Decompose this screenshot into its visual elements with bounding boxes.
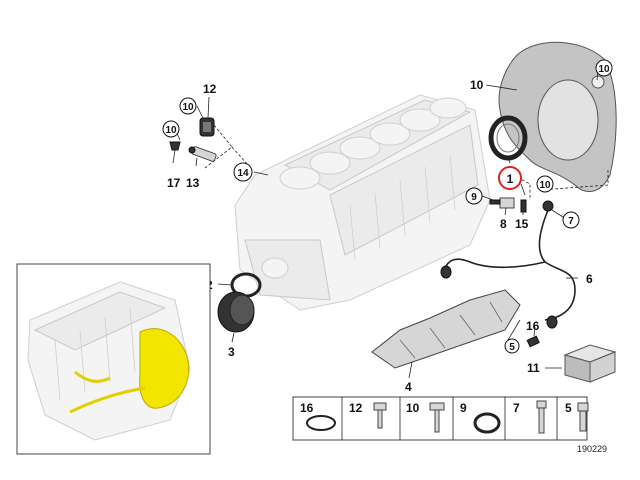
legend-label-12: 12: [349, 401, 363, 415]
thermostat-14: [199, 117, 215, 137]
callout-7-circle: 7: [562, 211, 580, 229]
diagram-reference-number: 190229: [577, 444, 607, 454]
legend-label-10: 10: [406, 401, 420, 415]
callout-6: 6: [586, 272, 593, 286]
bolt-17: [520, 199, 527, 213]
inset-highlight: [69, 328, 190, 414]
callout-1-circle: 1: [498, 166, 522, 190]
legend-label-7: 7: [513, 401, 520, 415]
callout-16-circle: 14: [233, 162, 253, 182]
callout-12-circle: 10: [595, 59, 613, 77]
callout-13: 11: [527, 361, 540, 375]
legend-label-16: 16: [300, 401, 314, 415]
callouts: 10 2 3 4 6 8 15 16 11 12 17 13 10 1 10 9: [162, 59, 613, 394]
legend-label-9: 9: [460, 401, 467, 415]
callout-15: 13: [186, 176, 200, 190]
callout-8: 8: [500, 217, 507, 231]
callout-19: 17: [167, 176, 181, 190]
svg-text:9: 9: [471, 192, 477, 203]
cap-19: [169, 141, 181, 151]
svg-text:10: 10: [182, 102, 194, 113]
callout-4: 4: [405, 380, 412, 394]
callout-3: 3: [228, 345, 235, 359]
callout-17: 15: [515, 217, 529, 231]
legend-label-5: 5: [565, 401, 572, 415]
sleeve-18: [526, 335, 540, 348]
callout-9-circle: 9: [465, 187, 483, 205]
rear-cover-plate-11: [498, 41, 617, 193]
sensor-8: [489, 197, 515, 209]
sensor-15: [188, 146, 217, 162]
svg-text:10: 10: [598, 64, 610, 75]
parts-legend-table: 16 12 10 9 7 5 190229: [292, 396, 607, 454]
callout-10-circle-left: 10: [162, 120, 180, 138]
gasket-kit-box-13: [563, 344, 617, 383]
callout-14: 12: [203, 82, 217, 96]
svg-text:7: 7: [568, 216, 574, 227]
legend-bolt-7: [536, 400, 547, 434]
callout-5-circle: 5: [504, 338, 520, 354]
bearing-bridge-4: [371, 289, 521, 369]
plug-cover-3: [217, 291, 255, 333]
legend-bolt-12: [373, 402, 387, 429]
legend-bolt-10: [429, 402, 445, 433]
engine-overview-inset: [16, 263, 211, 455]
callout-18: 16: [526, 319, 540, 333]
svg-text:10: 10: [539, 180, 551, 191]
callout-11: 10: [470, 78, 484, 92]
callout-10-circle-top: 10: [179, 97, 197, 115]
svg-text:10: 10: [165, 125, 177, 136]
wiring-harness-6: [440, 200, 576, 329]
svg-text:14: 14: [237, 168, 249, 179]
svg-text:5: 5: [509, 342, 515, 353]
svg-text:1: 1: [507, 172, 514, 186]
cylinder-bores: [279, 97, 467, 190]
callout-10-circle-right: 10: [536, 175, 554, 193]
legend-bolt-5: [577, 402, 589, 432]
engine-block: [234, 94, 491, 311]
